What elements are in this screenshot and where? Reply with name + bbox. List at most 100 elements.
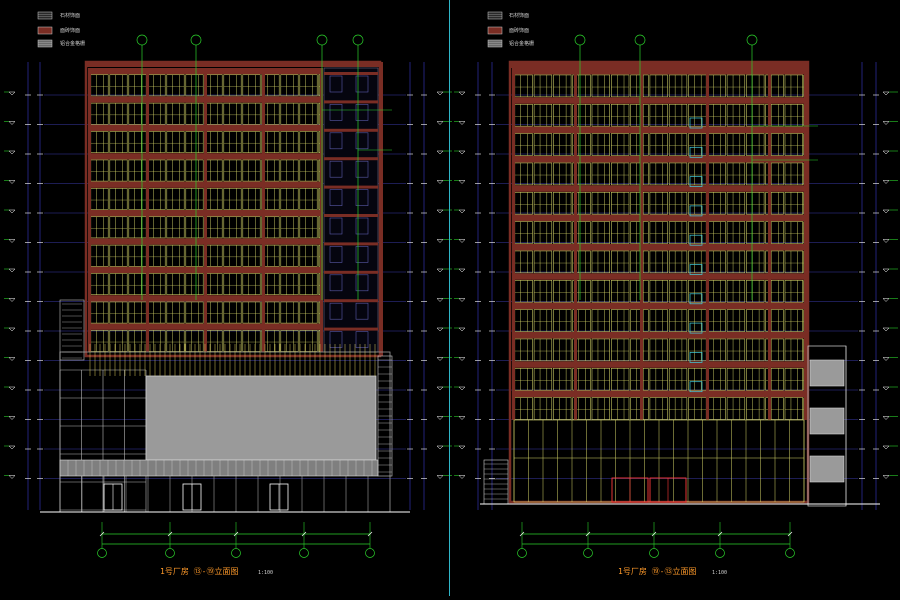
- grid-axis-bubble: [583, 548, 593, 558]
- window-bay: [726, 104, 746, 127]
- window-bay: [707, 133, 726, 156]
- window-bay: [649, 162, 668, 186]
- window-bay: [611, 221, 630, 244]
- window-bay: [128, 244, 147, 267]
- window-bay: [261, 216, 280, 239]
- window-bay: [572, 133, 591, 156]
- window-bay: [707, 309, 726, 332]
- brick-pier: [768, 68, 771, 420]
- window-bay: [707, 221, 726, 244]
- window-bay: [242, 244, 261, 267]
- brick-spandrel: [514, 332, 804, 339]
- core-window: [329, 160, 343, 178]
- window-bay: [784, 397, 803, 420]
- core-window: [355, 274, 369, 292]
- level-marker: [436, 150, 444, 155]
- window-bay: [707, 74, 726, 98]
- window-bay: [128, 159, 147, 182]
- window-bay: [591, 309, 610, 332]
- level-marker: [458, 445, 466, 450]
- window-bay: [649, 104, 668, 127]
- vent-window: [689, 381, 703, 393]
- window-bay: [630, 250, 649, 274]
- window-bay: [649, 250, 668, 274]
- window-bay: [242, 273, 261, 295]
- window-bay: [204, 330, 223, 352]
- window-bay: [109, 159, 128, 182]
- window-bay: [591, 250, 610, 274]
- window-bay: [147, 273, 166, 295]
- window-bay: [109, 188, 128, 210]
- window-bay: [784, 162, 803, 186]
- window-bay: [90, 74, 109, 97]
- window-bay: [668, 250, 688, 274]
- brick-pier: [512, 68, 515, 420]
- window-bay: [185, 188, 204, 210]
- window-bay: [611, 104, 630, 127]
- vent-window: [689, 293, 703, 305]
- brick-spandrel: [514, 273, 804, 280]
- window-bay: [533, 368, 553, 391]
- window-bay: [630, 338, 649, 362]
- brick-pier: [88, 68, 91, 352]
- level-marker: [458, 327, 466, 332]
- window-bay: [688, 250, 707, 274]
- window-bay: [185, 330, 204, 352]
- window-bay: [514, 104, 533, 127]
- annex-panel: [809, 407, 845, 435]
- window-bay: [591, 192, 610, 215]
- grid-axis-bubble: [136, 34, 148, 46]
- window-bay: [185, 273, 204, 295]
- window-bay: [299, 74, 318, 97]
- core-window: [329, 217, 343, 235]
- window-bay: [90, 244, 109, 267]
- window-bay: [591, 221, 610, 244]
- window-bay: [765, 192, 784, 215]
- legend-swatch: [37, 39, 53, 48]
- window-bay: [688, 74, 707, 98]
- window-bay: [280, 102, 299, 125]
- level-marker: [436, 386, 444, 391]
- core-band: [324, 185, 378, 189]
- level-marker: [458, 239, 466, 243]
- window-bay: [611, 133, 630, 156]
- window-bay: [223, 244, 242, 267]
- window-bay: [204, 301, 223, 324]
- window-bay: [765, 338, 784, 362]
- level-marker: [882, 357, 890, 361]
- window-bay: [591, 133, 610, 156]
- right-legend-label-brick: 面砖饰面: [509, 28, 530, 34]
- window-bay: [688, 280, 707, 303]
- window-bay: [204, 74, 223, 97]
- window-bay: [591, 368, 610, 391]
- annex-panel: [809, 359, 845, 387]
- window-bay: [746, 309, 765, 332]
- left-sheet-title: 1号厂房 ⑬-⑲立面图: [160, 567, 239, 576]
- window-bay: [591, 338, 610, 362]
- window-bay: [299, 102, 318, 125]
- level-marker: [882, 445, 890, 450]
- window-bay: [572, 221, 591, 244]
- window-bay: [726, 397, 746, 420]
- window-bay: [90, 273, 109, 295]
- brick-spandrel: [514, 68, 804, 75]
- window-bay: [514, 74, 533, 98]
- window-bay: [572, 192, 591, 215]
- core-band: [324, 327, 378, 331]
- window-bay: [533, 74, 553, 98]
- window-bay: [553, 104, 572, 127]
- window-bay: [668, 309, 688, 332]
- core-window: [355, 217, 369, 235]
- window-bay: [261, 330, 280, 352]
- window-bay: [630, 397, 649, 420]
- window-bay: [514, 397, 533, 420]
- window-bay: [109, 131, 128, 153]
- window-bay: [514, 280, 533, 303]
- brick-pier: [640, 68, 643, 420]
- window-bay: [746, 74, 765, 98]
- core-window: [355, 189, 369, 206]
- core-window: [329, 331, 343, 348]
- window-bay: [649, 133, 668, 156]
- window-bay: [668, 192, 688, 215]
- window-bay: [147, 131, 166, 153]
